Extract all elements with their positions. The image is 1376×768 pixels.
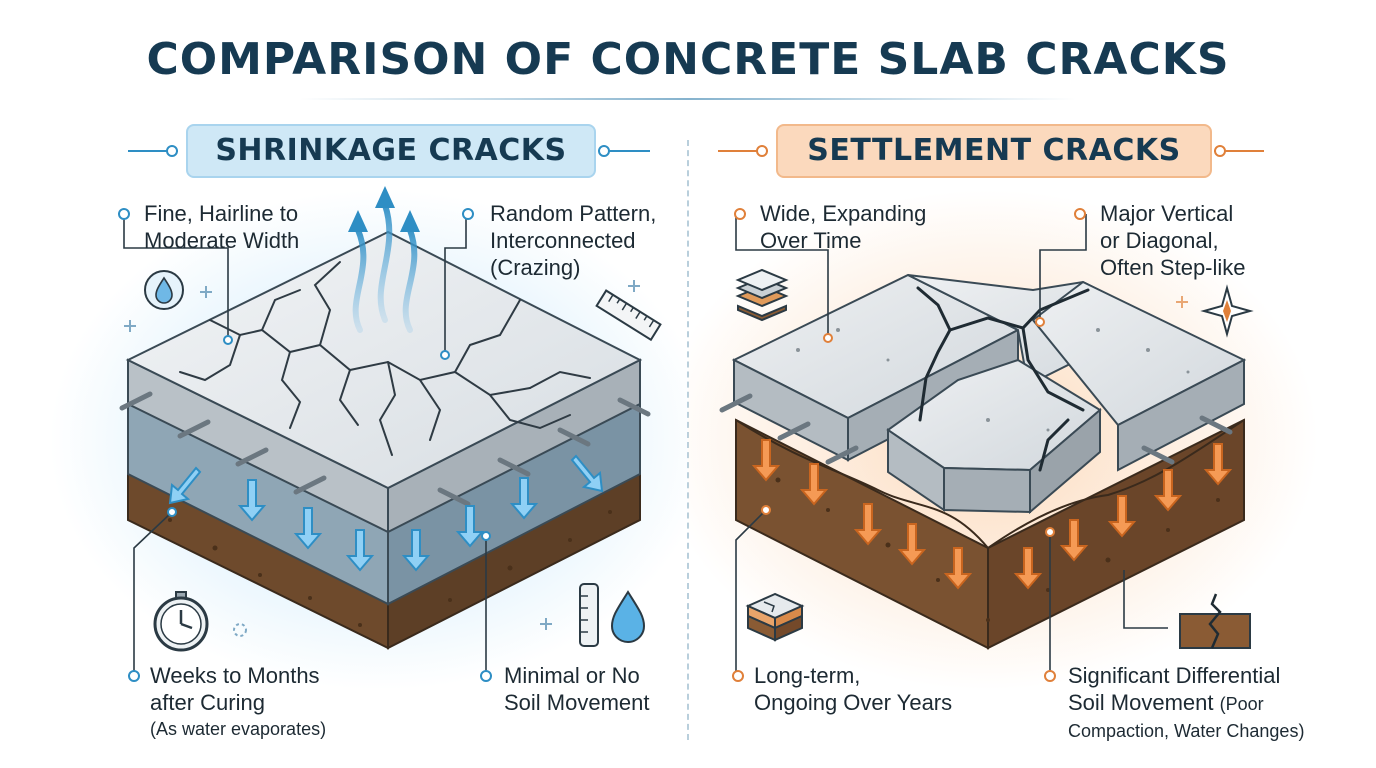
shrinkage-pattern-line3: (Crazing)	[490, 255, 581, 280]
title-underline	[300, 98, 1076, 100]
shrinkage-slab-illustration	[50, 186, 688, 690]
settlement-timing-bullet	[732, 670, 744, 682]
shrinkage-pattern-label: Random Pattern, Interconnected (Crazing)	[490, 200, 656, 281]
settlement-soil-line1: Significant Differential	[1068, 663, 1281, 688]
water-drop-icon	[144, 270, 184, 310]
settlement-pattern-line3: Often Step-like	[1100, 255, 1246, 280]
shrinkage-timing-line2: after Curing	[150, 690, 265, 715]
shrinkage-soil-line1: Minimal or No	[504, 663, 640, 688]
shrinkage-timing-note: (As water evaporates)	[150, 719, 327, 739]
shrinkage-soil-line2: Soil Movement	[504, 690, 650, 715]
shrinkage-pattern-line2: Interconnected	[490, 228, 636, 253]
settlement-soil-line2: Soil Movement	[1068, 690, 1214, 715]
shrinkage-timing-label: Weeks to Months after Curing (As water e…	[150, 662, 326, 743]
settlement-width-line1: Wide, Expanding	[760, 201, 927, 226]
shrinkage-width-bullet	[118, 208, 130, 220]
settlement-soil-inline-note: (Poor	[1219, 694, 1264, 714]
shrinkage-width-label: Fine, Hairline to Moderate Width	[144, 200, 299, 254]
shrinkage-width-line1: Fine, Hairline to	[144, 201, 299, 226]
shrinkage-timing-line1: Weeks to Months	[150, 663, 320, 688]
shrinkage-soil-bullet	[480, 670, 492, 682]
compass-star-icon	[1200, 284, 1254, 338]
settlement-pattern-bullet	[1074, 208, 1086, 220]
shrinkage-section-title: SHRINKAGE CRACKS	[186, 124, 596, 178]
layers-icon	[735, 268, 789, 322]
shrinkage-width-line2: Moderate Width	[144, 228, 300, 253]
stopwatch-icon	[153, 591, 209, 652]
settlement-pattern-line1: Major Vertical	[1100, 201, 1234, 226]
page-title: COMPARISON OF CONCRETE SLAB CRACKS	[146, 34, 1230, 85]
settlement-timing-label: Long-term, Ongoing Over Years	[754, 662, 952, 716]
settlement-pattern-line2: or Diagonal,	[1100, 228, 1219, 253]
shrinkage-soil-label: Minimal or No Soil Movement	[504, 662, 650, 716]
shrinkage-timing-bullet	[128, 670, 140, 682]
settlement-width-bullet	[734, 208, 746, 220]
shrinkage-pattern-line1: Random Pattern,	[490, 201, 657, 226]
thermometer-icon	[579, 583, 646, 647]
settlement-section-title: SETTLEMENT CRACKS	[776, 124, 1212, 178]
settlement-slab-illustration	[688, 190, 1318, 690]
cracked-block-icon	[1179, 593, 1251, 649]
settlement-pattern-label: Major Vertical or Diagonal, Often Step-l…	[1100, 200, 1246, 281]
settlement-soil-bullet	[1044, 670, 1056, 682]
settlement-timing-line1: Long-term,	[754, 663, 861, 688]
settlement-width-label: Wide, Expanding Over Time	[760, 200, 926, 254]
settlement-timing-line2: Ongoing Over Years	[754, 690, 953, 715]
slab-sample-icon	[745, 592, 805, 642]
ruler-icon	[595, 289, 662, 342]
settlement-soil-label: Significant Differential Soil Movement (…	[1068, 662, 1304, 745]
shrinkage-pattern-bullet	[462, 208, 474, 220]
settlement-soil-note: Compaction, Water Changes)	[1068, 721, 1305, 741]
settlement-width-line2: Over Time	[760, 228, 862, 253]
